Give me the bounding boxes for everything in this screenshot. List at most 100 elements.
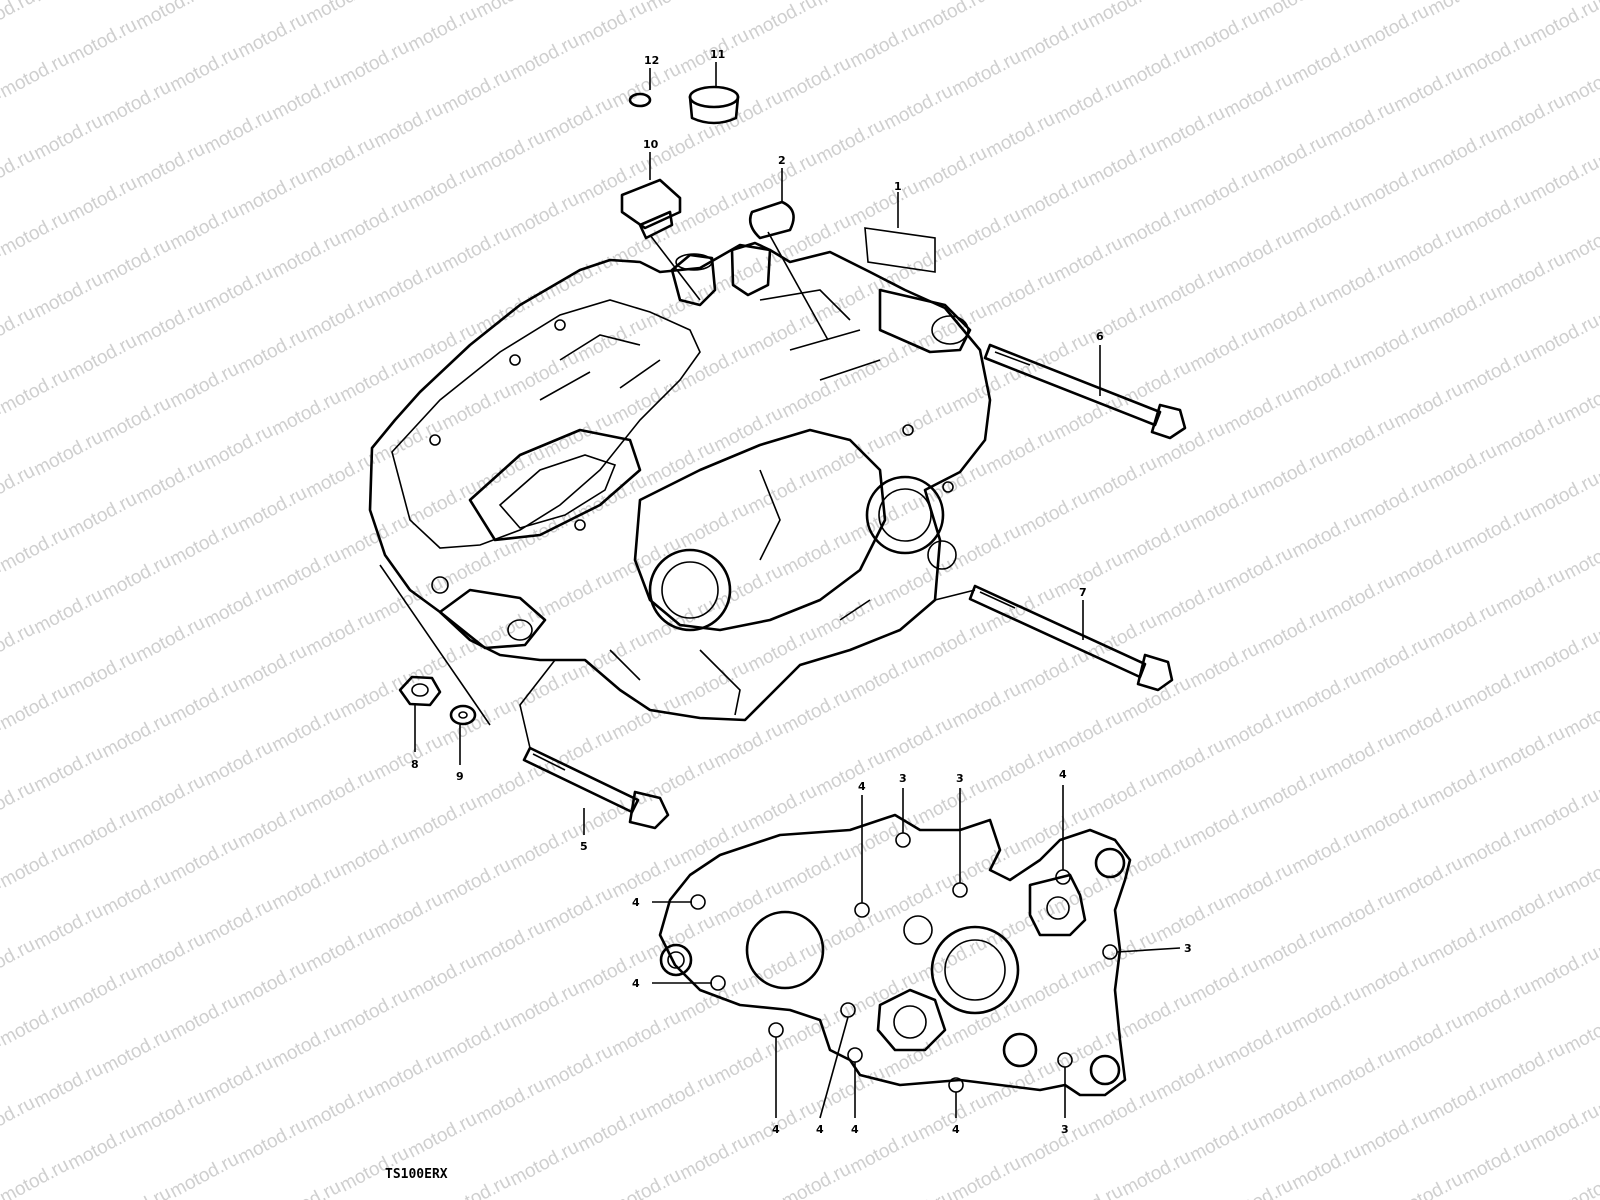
watermark-text: motod.ru — [1118, 1147, 1194, 1200]
watermark-text: motod.ru — [1492, 407, 1568, 461]
watermark-text: motod.ru — [744, 307, 820, 361]
watermark-text: motod.ru — [0, 777, 39, 831]
watermark-text: motod.ru — [1390, 1011, 1466, 1065]
watermark-text: motod.ru — [574, 787, 650, 841]
watermark-text: motod.ru — [268, 387, 344, 441]
watermark-text: motod.ru — [98, 1183, 174, 1200]
watermark-text: motod.ru — [472, 127, 548, 181]
watermark-text: motod.ru — [1322, 1045, 1398, 1099]
watermark-text: motod.ru — [948, 995, 1024, 1049]
watermark-text: motod.ru — [30, 111, 106, 165]
watermark-text: motod.ru — [132, 0, 208, 34]
watermark-text: motod.ru — [540, 883, 616, 937]
watermark-text: motod.ru — [1084, 137, 1160, 191]
watermark-text: motod.ru — [472, 0, 548, 22]
watermark-text: motod.ru — [0, 523, 73, 577]
watermark-text: motod.ru — [438, 65, 514, 119]
watermark-text: motod.ru — [506, 31, 582, 85]
watermark-text: motod.ru — [404, 161, 480, 215]
watermark-text: motod.ru — [0, 619, 39, 673]
watermark-text: motod.ru — [710, 877, 786, 931]
watermark-text: motod.ru — [642, 437, 718, 491]
watermark-text: motod.ru — [336, 37, 412, 91]
watermark-text: motod.ru — [778, 369, 854, 423]
watermark-text: motod.ru — [404, 635, 480, 689]
watermark-text: motod.ru — [438, 1013, 514, 1067]
watermark-text: motod.ru — [336, 827, 412, 881]
watermark-text: motod.ru — [1356, 1, 1432, 55]
watermark-text: motod.ru — [744, 0, 820, 44]
watermark-text: motod.ru — [676, 815, 752, 869]
watermark-text: motod.ru — [234, 641, 310, 695]
watermark-text: motod.ru — [506, 821, 582, 875]
watermark-text: motod.ru — [1186, 165, 1262, 219]
watermark-text: motod.ru — [574, 0, 650, 50]
watermark-text: motod.ru — [0, 1155, 73, 1200]
watermark-text: motod.ru — [676, 973, 752, 1027]
watermark-text: motod.ru — [608, 1007, 684, 1061]
watermark-text: motod.ru — [1220, 227, 1296, 281]
watermark-text: motod.ru — [1356, 475, 1432, 529]
watermark-text: motod.ru — [676, 183, 752, 237]
watermark-text: motod.ru — [574, 155, 650, 209]
watermark-text: motod.ru — [1254, 447, 1330, 501]
watermark-text: motod.ru — [1424, 0, 1500, 20]
watermark-text: motod.ru — [200, 421, 276, 475]
watermark-text: motod.ru — [1118, 41, 1194, 95]
watermark-text: motod.ru — [982, 425, 1058, 479]
watermark-text: motod.ru — [1220, 69, 1296, 123]
watermark-text: motod.ru — [778, 1159, 854, 1200]
watermark-text: motod.ru — [302, 765, 378, 819]
watermark-text: motod.ru — [744, 781, 820, 835]
watermark-text: motod.ru — [1084, 1085, 1160, 1139]
watermark-text: motod.ru — [1492, 881, 1568, 935]
watermark-text: motod.ru — [1084, 0, 1160, 32]
watermark-text: motod.ru — [64, 1121, 140, 1175]
callout-6: 6 — [1096, 330, 1104, 343]
watermark-text: motod.ru — [1322, 729, 1398, 783]
callout-3-c: 3 — [1184, 942, 1192, 955]
watermark-text: motod.ru — [166, 991, 242, 1045]
watermark-text: motod.ru — [302, 0, 378, 28]
watermark-text: motod.ru — [642, 0, 718, 16]
watermark-text: motod.ru — [0, 461, 39, 515]
watermark-text: motod.ru — [676, 499, 752, 553]
watermark-text: motod.ru — [64, 647, 140, 701]
watermark-text: motod.ru — [608, 533, 684, 587]
watermark-text: motod.ru — [98, 393, 174, 447]
watermark-text: motod.ru — [200, 579, 276, 633]
watermark-text: motod.ru — [608, 1165, 684, 1200]
watermark-text: motod.ru — [1526, 311, 1600, 365]
watermark-text: motod.ru — [914, 775, 990, 829]
watermark-text: motod.ru — [166, 359, 242, 413]
watermark-text: motod.ru — [778, 843, 854, 897]
watermark-text: motod.ru — [234, 483, 310, 537]
watermark-text: motod.ru — [1288, 667, 1364, 721]
watermark-text: motod.ru — [1016, 803, 1092, 857]
callout-4-d: 4 — [1059, 768, 1067, 781]
watermark-text: motod.ru — [1356, 1107, 1432, 1161]
watermark-text: motod.ru — [1322, 97, 1398, 151]
watermark-text: motod.ru — [1322, 571, 1398, 625]
watermark-text: motod.ru — [1560, 847, 1600, 901]
watermark-text: motod.ru — [744, 465, 820, 519]
callout-7: 7 — [1079, 586, 1087, 599]
watermark-text: motod.ru — [64, 963, 140, 1017]
watermark-text: motod.ru — [200, 1053, 276, 1107]
watermark-text: motod.ru — [982, 741, 1058, 795]
callout-4-c: 4 — [858, 780, 866, 793]
callout-4-g: 4 — [851, 1123, 859, 1136]
watermark-text: motod.ru — [64, 15, 140, 69]
exploded-guide-lines — [379, 231, 976, 749]
watermark-text: motod.ru — [642, 1069, 718, 1123]
watermark-text: motod.ru — [234, 167, 310, 221]
watermark-text: motod.ru — [302, 607, 378, 661]
watermark-text: motod.ru — [1186, 481, 1262, 535]
watermark-text: motod.ru — [0, 145, 39, 199]
watermark-text: motod.ru — [1220, 859, 1296, 913]
watermark-text: motod.ru — [132, 1087, 208, 1141]
watermark-text: motod.ru — [1152, 103, 1228, 157]
watermark-text: motod.ru — [302, 449, 378, 503]
watermark-text: motod.ru — [1254, 131, 1330, 185]
